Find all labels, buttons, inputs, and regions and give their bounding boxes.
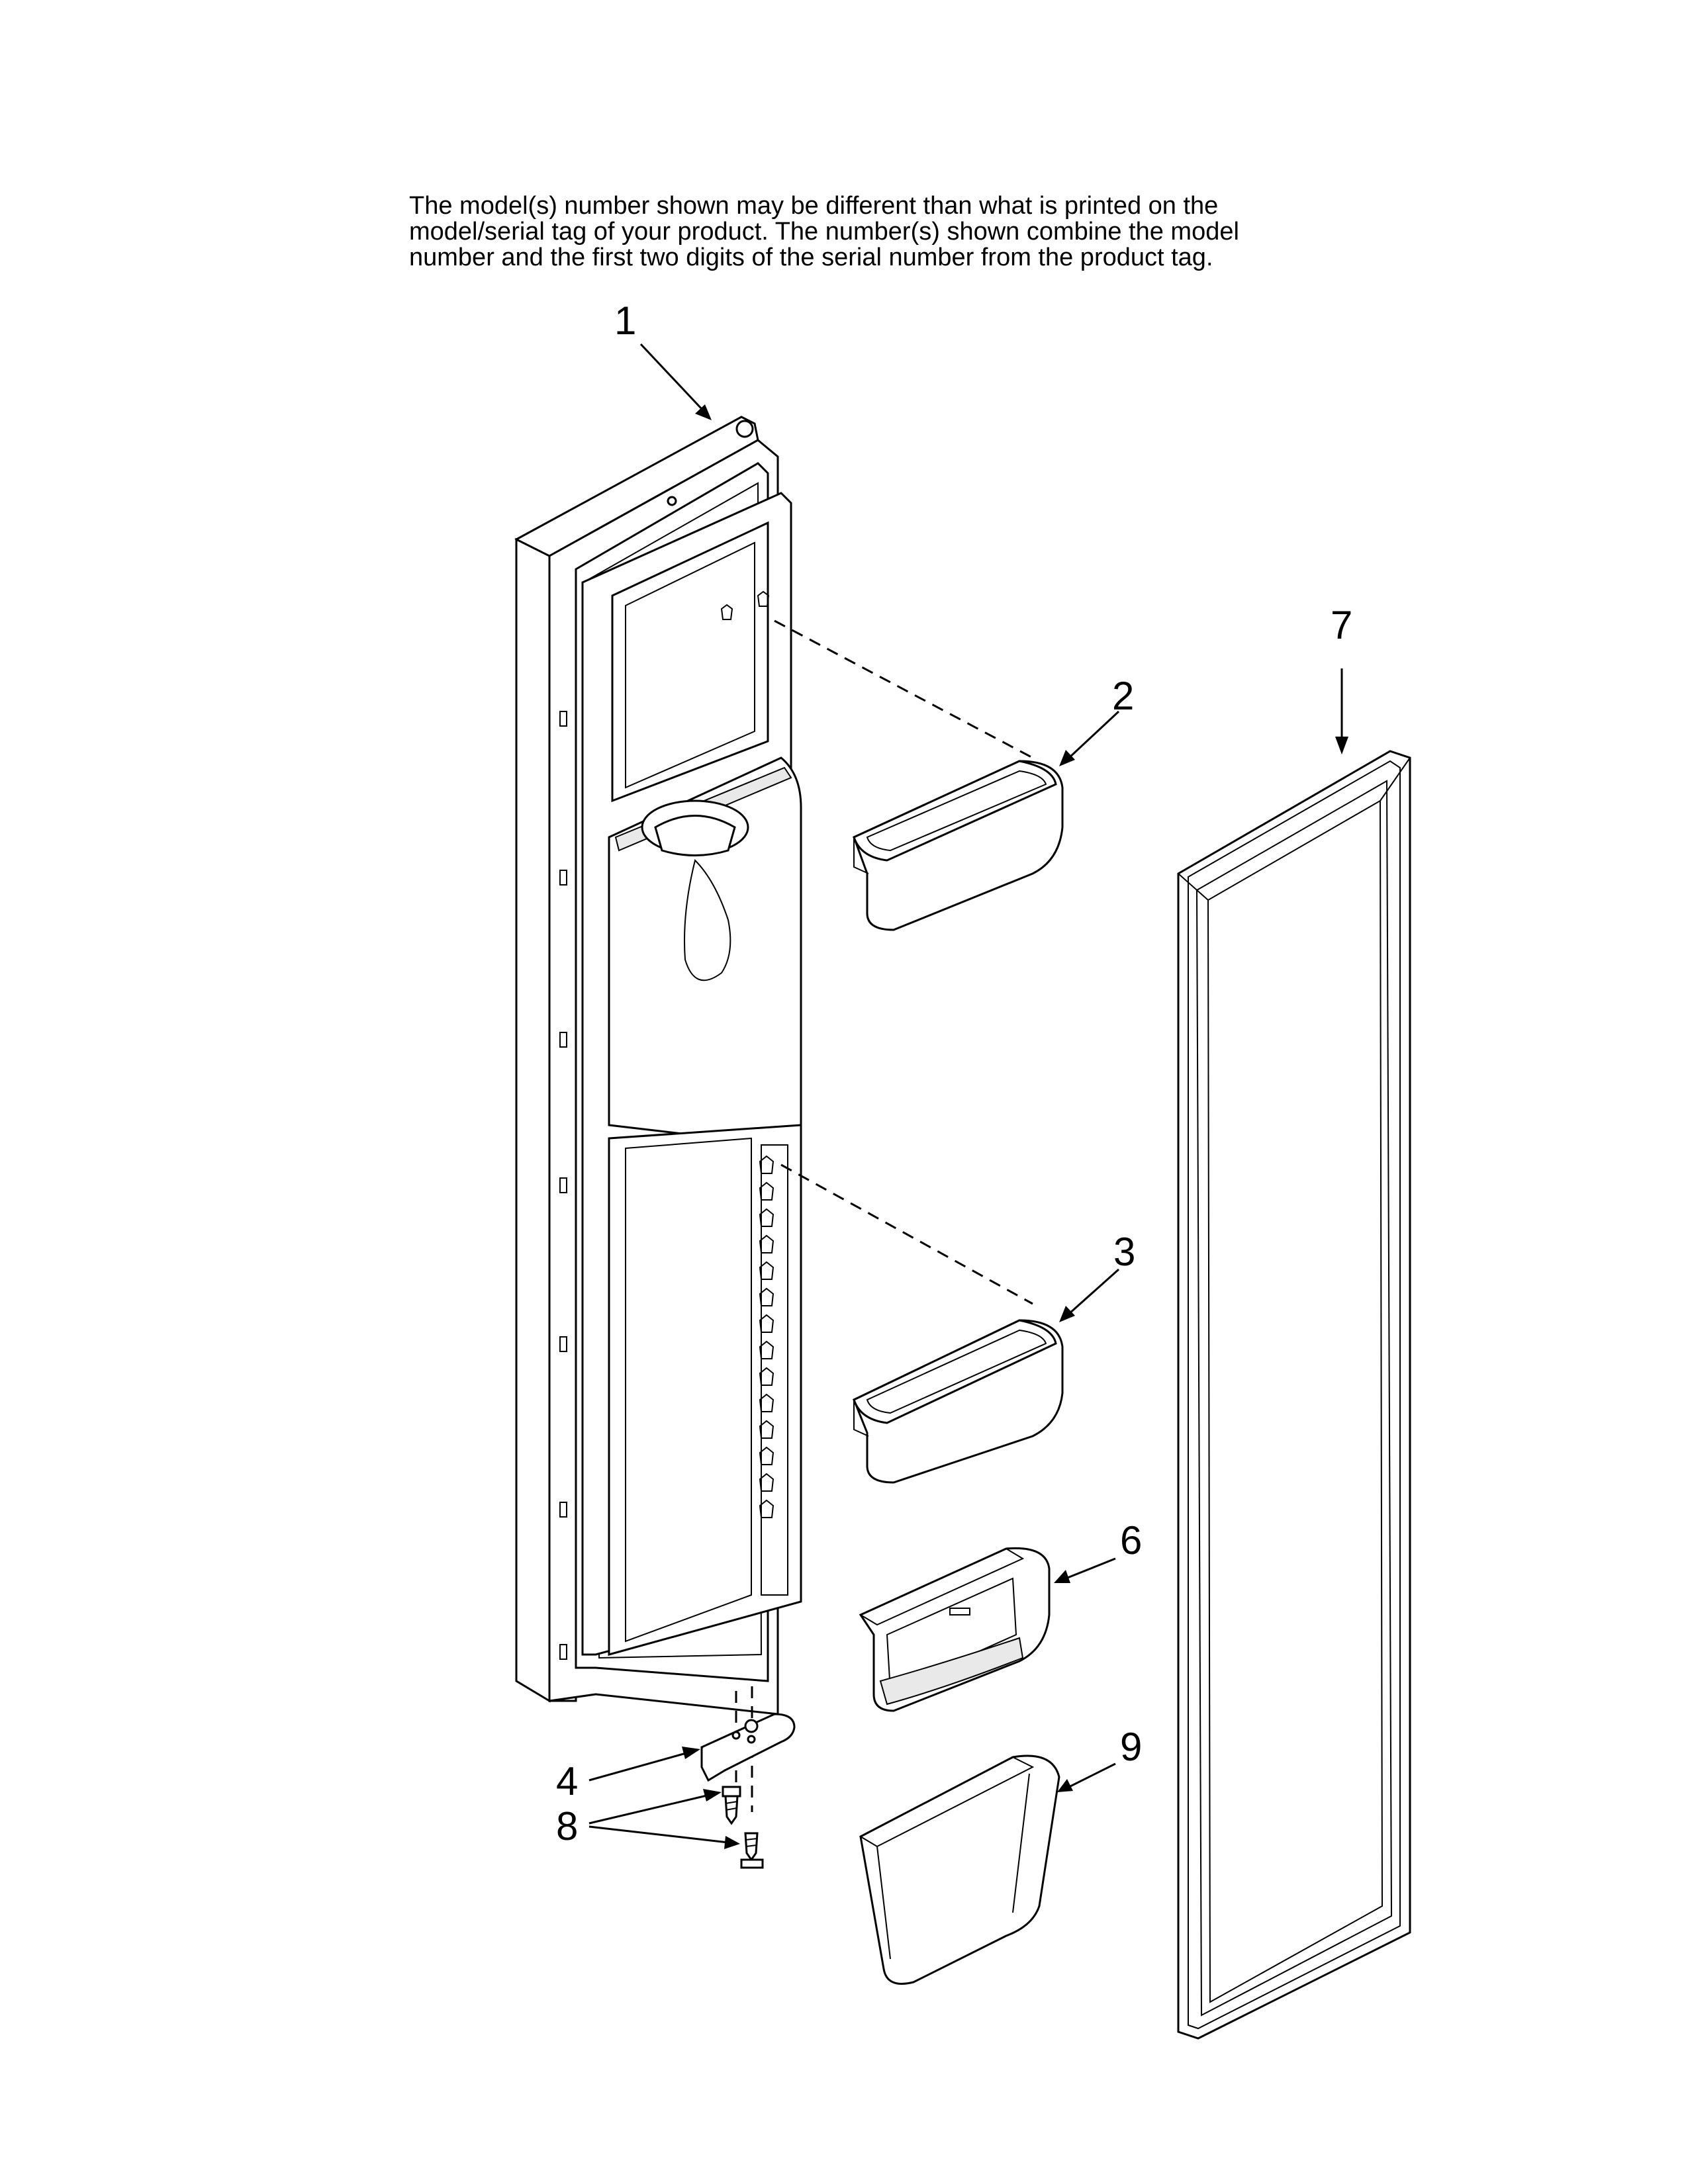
door-gasket: [1177, 750, 1411, 2040]
door-frame-clips: [559, 711, 567, 1660]
note-line-1: The model(s) number shown may be differe…: [409, 192, 1219, 220]
hinge-bracket: [700, 1713, 796, 1782]
small-door-bin: [859, 1547, 1051, 1712]
model-number-note: The model(s) number shown may be differe…: [409, 193, 1336, 271]
upper-door-bin: [853, 760, 1064, 931]
upper-bin-alignment-line: [774, 619, 1033, 759]
callout-9: 9: [1120, 1725, 1142, 1769]
callout-3: 3: [1113, 1230, 1135, 1274]
callout-1: 1: [614, 298, 636, 343]
middle-door-bin: [853, 1319, 1064, 1484]
callout-2: 2: [1112, 674, 1134, 718]
callout-8: 8: [556, 1804, 578, 1848]
callout-4: 4: [556, 1759, 578, 1803]
callout-leaders: [588, 343, 1348, 1849]
door-assembly: [514, 416, 802, 1715]
note-line-2: model/serial tag of your product. The nu…: [409, 218, 1239, 246]
rack-hooks: [759, 1155, 774, 1518]
callout-6: 6: [1120, 1518, 1142, 1563]
bottom-door-bin: [859, 1754, 1060, 1985]
middle-bin-alignment-line: [780, 1163, 1033, 1305]
note-line-3: number and the first two digits of the s…: [409, 244, 1213, 271]
screw-lower: [740, 1832, 764, 1869]
callout-7: 7: [1331, 603, 1352, 647]
screw-upper: [722, 1786, 741, 1825]
